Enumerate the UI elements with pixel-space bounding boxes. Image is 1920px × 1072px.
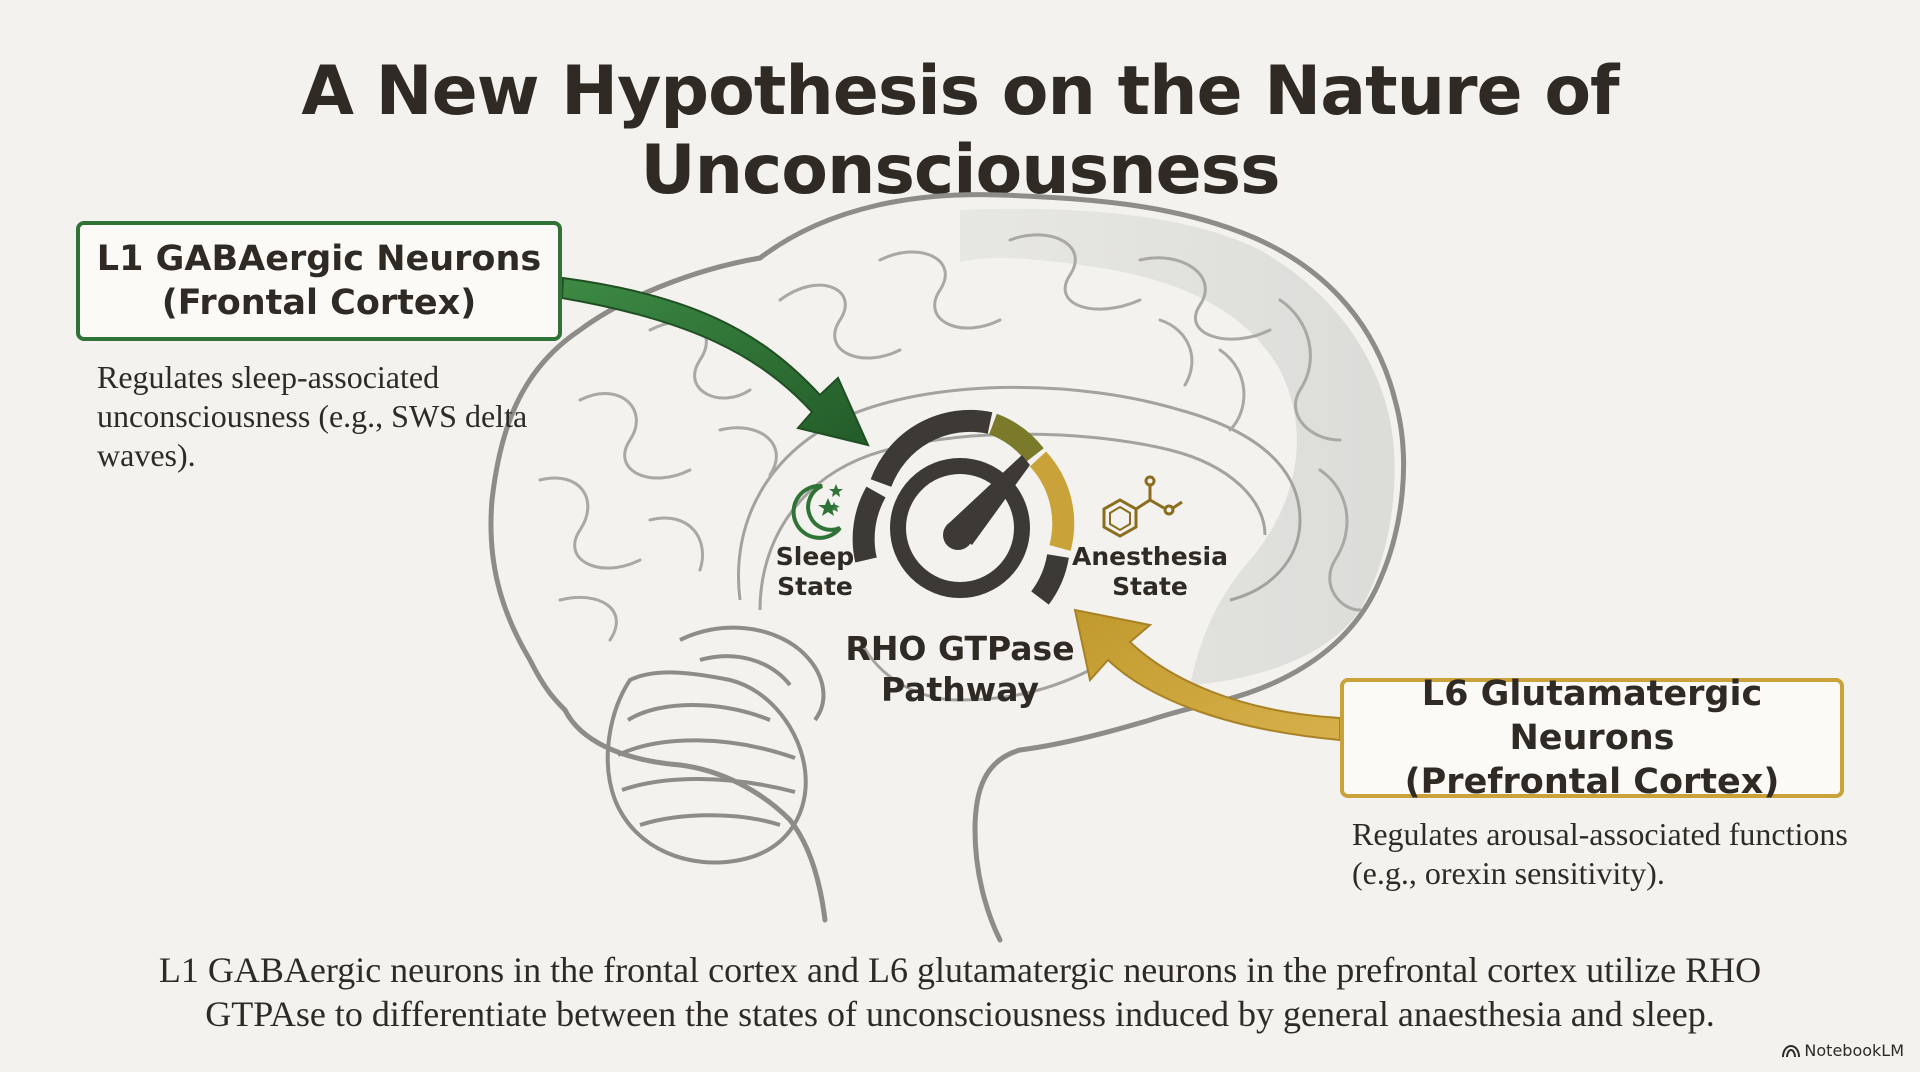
l1-gabaergic-box: L1 GABAergic Neurons (Frontal Cortex)	[76, 221, 562, 341]
benzene-molecule-icon	[1102, 475, 1183, 538]
brand-label: NotebookLM	[1804, 1041, 1904, 1060]
caption-line2: GTPAse to differentiate between the stat…	[205, 994, 1715, 1034]
rho-gtpase-label: RHO GTPase Pathway	[830, 628, 1090, 710]
l6-box-line1: L6 Glutamatergic Neurons	[1421, 674, 1763, 758]
notebooklm-brand: NotebookLM	[1782, 1041, 1904, 1060]
gold-arrow	[1073, 608, 1341, 742]
anesthesia-label-line1: Anesthesia	[1071, 542, 1228, 571]
gauge-arc-gold	[1029, 451, 1075, 551]
sleep-label-line1: Sleep	[775, 542, 855, 571]
summary-caption: L1 GABAergic neurons in the frontal cort…	[40, 948, 1880, 1036]
moon-stars-icon	[791, 483, 843, 540]
anesthesia-label-line2: State	[1112, 572, 1188, 601]
page-title: A New Hypothesis on the Nature of Uncons…	[301, 52, 1619, 210]
gauge-arc-olive	[988, 413, 1044, 463]
l1-box-line1: L1 GABAergic Neurons	[96, 239, 542, 279]
l1-box-line2: (Frontal Cortex)	[161, 283, 477, 323]
l6-box-line2: (Prefrontal Cortex)	[1404, 762, 1780, 802]
rho-label-line1: RHO GTPase	[845, 629, 1075, 668]
anesthesia-state-label: Anesthesia State	[1070, 542, 1230, 602]
gauge-arc-dark-left	[852, 486, 886, 563]
l6-glutamatergic-box: L6 Glutamatergic Neurons (Prefrontal Cor…	[1340, 674, 1844, 802]
l6-description: Regulates arousal-associated functions (…	[1352, 816, 1848, 891]
green-arrow	[560, 276, 870, 447]
l1-description: Regulates sleep-associated unconsciousne…	[97, 359, 528, 473]
gauge-arc-green	[870, 409, 993, 488]
sleep-label-line2: State	[777, 572, 853, 601]
gauge-icon	[852, 409, 1075, 605]
sleep-state-label: Sleep State	[755, 542, 875, 602]
rho-label-line2: Pathway	[880, 670, 1040, 709]
gauge-arc-dark-lower	[1030, 553, 1069, 605]
notebooklm-logo-icon	[1782, 1044, 1801, 1057]
gauge-needle	[947, 455, 1030, 545]
cerebellum	[605, 625, 826, 865]
caption-line1: L1 GABAergic neurons in the frontal cort…	[158, 950, 1762, 990]
